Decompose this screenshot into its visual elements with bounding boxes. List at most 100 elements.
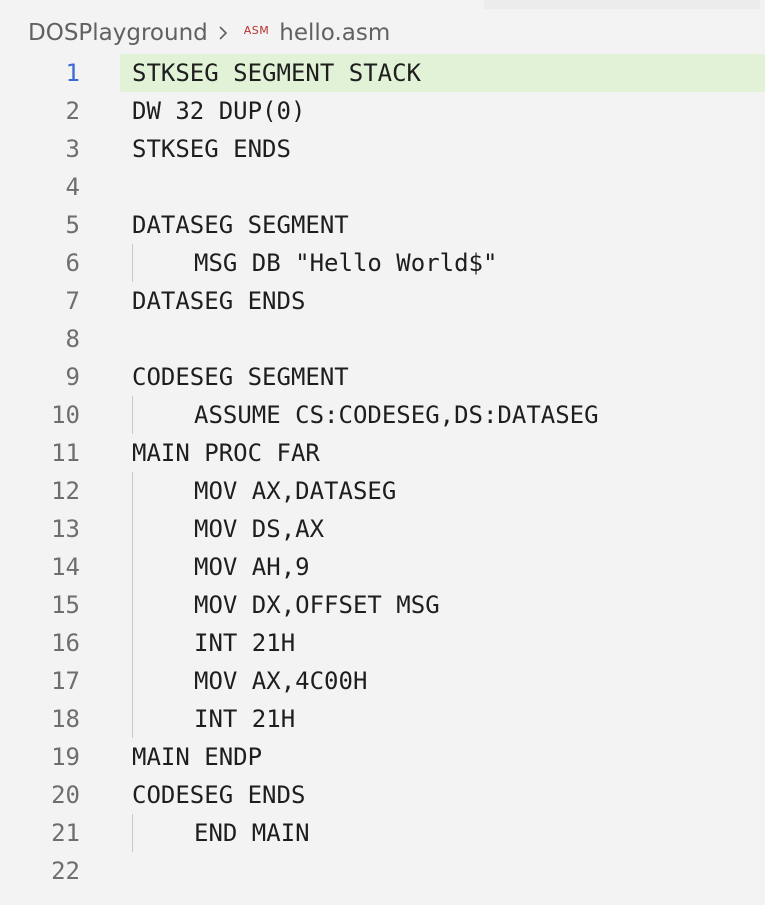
code-line[interactable]: 4 <box>0 168 765 206</box>
line-number: 2 <box>65 97 80 125</box>
code-text: DATASEG SEGMENT <box>132 211 349 239</box>
line-number: 4 <box>65 173 80 201</box>
code-line[interactable]: MAIN ENDP 19 <box>0 738 765 776</box>
code-line-area[interactable]: MSG DB "Hello World$" <box>120 244 765 282</box>
code-text: MOV DX,OFFSET MSG <box>194 591 440 619</box>
code-line-area[interactable]: INT 21H <box>120 624 765 662</box>
tab-bar-segment <box>484 0 760 9</box>
code-text: END MAIN <box>194 819 310 847</box>
code-line-area[interactable]: DATASEG SEGMENT <box>120 206 765 244</box>
line-number: 13 <box>51 515 80 543</box>
line-number: 5 <box>65 211 80 239</box>
code-line[interactable]: INT 21H 18 <box>0 700 765 738</box>
breadcrumb-folder[interactable]: DOSPlayground <box>28 20 208 46</box>
code-line-area[interactable]: CODESEG ENDS <box>120 776 765 814</box>
line-number: 8 <box>65 325 80 353</box>
code-text: CODESEG SEGMENT <box>132 363 349 391</box>
code-line-area[interactable]: END MAIN <box>120 814 765 852</box>
line-number: 9 <box>65 363 80 391</box>
code-line[interactable]: DATASEG SEGMENT 5 <box>0 206 765 244</box>
code-line[interactable]: CODESEG ENDS 20 <box>0 776 765 814</box>
code-line-area[interactable]: MOV DS,AX <box>120 510 765 548</box>
code-line[interactable]: CODESEG SEGMENT 9 <box>0 358 765 396</box>
indent-guide <box>132 548 133 586</box>
code-line[interactable]: STKSEG ENDS 3 <box>0 130 765 168</box>
code-text: MAIN PROC FAR <box>132 439 320 467</box>
line-number: 16 <box>51 629 80 657</box>
asm-file-icon: ASM <box>243 23 270 37</box>
line-number: 14 <box>51 553 80 581</box>
indent-guide <box>132 814 133 852</box>
code-text: STKSEG ENDS <box>132 135 291 163</box>
code-line[interactable]: MOV DS,AX 13 <box>0 510 765 548</box>
code-text: DATASEG ENDS <box>132 287 306 315</box>
code-line-area[interactable]: CODESEG SEGMENT <box>120 358 765 396</box>
code-line-area[interactable]: MAIN PROC FAR <box>120 434 765 472</box>
code-line[interactable]: INT 21H 16 <box>0 624 765 662</box>
line-number: 11 <box>51 439 80 467</box>
line-number: 18 <box>51 705 80 733</box>
indent-guide <box>132 662 133 700</box>
code-line-area[interactable]: MOV AX,4C00H <box>120 662 765 700</box>
line-number: 7 <box>65 287 80 315</box>
code-text: STKSEG SEGMENT STACK <box>132 59 421 87</box>
code-text: CODESEG ENDS <box>132 781 306 809</box>
code-line-area[interactable]: MOV AX,DATASEG <box>120 472 765 510</box>
tab-bar-remnant <box>0 0 765 12</box>
code-line[interactable]: 22 <box>0 852 765 890</box>
indent-guide <box>132 396 133 434</box>
code-line[interactable]: MOV AX,4C00H 17 <box>0 662 765 700</box>
code-line-area[interactable] <box>120 168 765 206</box>
line-number: 15 <box>51 591 80 619</box>
line-number: 19 <box>51 743 80 771</box>
line-number: 6 <box>65 249 80 277</box>
indent-guide <box>132 624 133 662</box>
code-text: INT 21H <box>194 705 296 733</box>
code-line[interactable]: DATASEG ENDS 7 <box>0 282 765 320</box>
code-line[interactable]: STKSEG SEGMENT STACK 1 <box>0 54 765 92</box>
code-line-area[interactable]: MAIN ENDP <box>120 738 765 776</box>
line-number: 20 <box>51 781 80 809</box>
line-number: 10 <box>51 401 80 429</box>
line-number: 3 <box>65 135 80 163</box>
code-line-area[interactable] <box>120 852 765 890</box>
code-line-area[interactable]: DW 32 DUP(0) <box>120 92 765 130</box>
code-text: MSG DB "Hello World$" <box>194 249 498 277</box>
code-line-area[interactable]: DATASEG ENDS <box>120 282 765 320</box>
line-number: 12 <box>51 477 80 505</box>
code-line[interactable]: 8 <box>0 320 765 358</box>
code-line-area[interactable]: STKSEG SEGMENT STACK <box>120 54 765 92</box>
breadcrumb-file[interactable]: hello.asm <box>279 20 391 46</box>
code-text: MOV AH,9 <box>194 553 310 581</box>
code-line[interactable]: ASSUME CS:CODESEG,DS:DATASEG 10 <box>0 396 765 434</box>
line-number: 1 <box>65 59 80 87</box>
chevron-right-icon <box>208 16 238 50</box>
code-line[interactable]: MSG DB "Hello World$" 6 <box>0 244 765 282</box>
code-text: MOV DS,AX <box>194 515 325 543</box>
indent-guide <box>132 586 133 624</box>
code-line-area[interactable] <box>120 320 765 358</box>
code-line-area[interactable]: STKSEG ENDS <box>120 130 765 168</box>
code-line-area[interactable]: MOV DX,OFFSET MSG <box>120 586 765 624</box>
code-text: INT 21H <box>194 629 296 657</box>
code-line[interactable]: MOV AX,DATASEG 12 <box>0 472 765 510</box>
breadcrumb: DOSPlayground ASM hello.asm <box>28 16 390 50</box>
code-text: DW 32 DUP(0) <box>132 97 306 125</box>
indent-guide <box>132 472 133 510</box>
code-text: MAIN ENDP <box>132 743 263 771</box>
code-text: MOV AX,DATASEG <box>194 477 397 505</box>
line-number: 17 <box>51 667 80 695</box>
code-line[interactable]: MOV DX,OFFSET MSG 15 <box>0 586 765 624</box>
code-line[interactable]: MAIN PROC FAR 11 <box>0 434 765 472</box>
code-line-area[interactable]: INT 21H <box>120 700 765 738</box>
indent-guide <box>132 510 133 548</box>
code-line[interactable]: DW 32 DUP(0) 2 <box>0 92 765 130</box>
code-line-area[interactable]: MOV AH,9 <box>120 548 765 586</box>
code-line[interactable]: MOV AH,9 14 <box>0 548 765 586</box>
code-text: ASSUME CS:CODESEG,DS:DATASEG <box>194 401 599 429</box>
code-line-area[interactable]: ASSUME CS:CODESEG,DS:DATASEG <box>120 396 765 434</box>
indent-guide <box>132 700 133 738</box>
line-number: 22 <box>51 857 80 885</box>
